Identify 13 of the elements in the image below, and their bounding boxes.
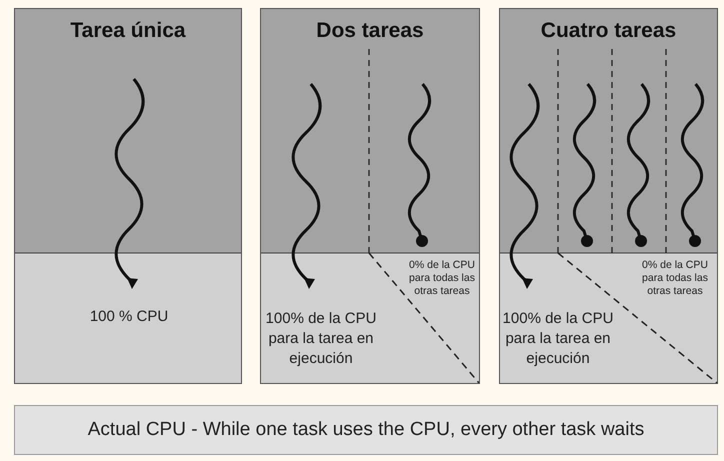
- panel: [260, 8, 480, 384]
- cpu-share-text: 100% de la CPU para la tarea en ejecución: [265, 309, 377, 369]
- panel-title: Cuatro tareas: [540, 19, 678, 43]
- caption-text: Actual CPU - While one task uses the CPU, every other task waits: [88, 419, 644, 441]
- panel-title: Dos tareas: [315, 19, 425, 43]
- panel: [499, 8, 718, 384]
- panel-title: Tarea única: [69, 19, 187, 43]
- cpu-share-text: 0% de la CPU para todas las otras tareas: [634, 259, 716, 298]
- panel: [14, 8, 242, 384]
- cpu-share-text: 0% de la CPU para todas las otras tareas: [404, 259, 479, 298]
- cpu-share-text: 100% de la CPU para la tarea en ejecución: [502, 309, 614, 369]
- caption-box: [14, 405, 718, 455]
- cpu-share-text: 100 % CPU: [15, 307, 241, 327]
